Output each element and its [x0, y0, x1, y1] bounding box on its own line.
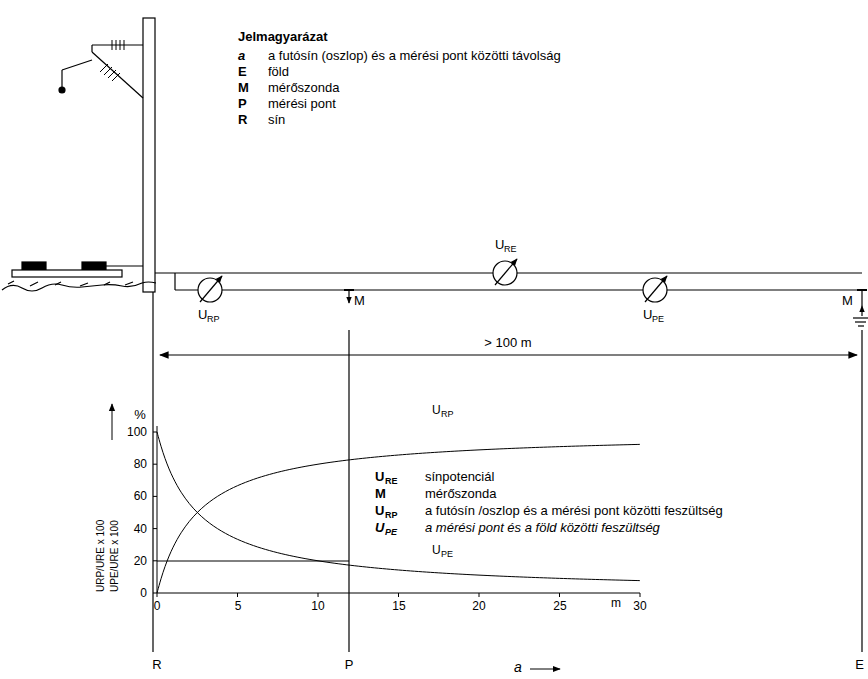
- tick: [559, 593, 560, 597]
- legend-key: E: [238, 65, 247, 78]
- axis-mark: R: [152, 658, 161, 671]
- tick-label: 60: [134, 490, 147, 502]
- tick: [153, 464, 157, 465]
- tick-label: 15: [392, 600, 405, 612]
- voltage-subscript: RP: [207, 315, 220, 324]
- legend-key: P: [238, 97, 247, 110]
- tick: [153, 432, 157, 433]
- dimension: > 100 m: [484, 336, 531, 349]
- axis-unit: %: [134, 408, 146, 421]
- tick-label: 40: [134, 523, 147, 535]
- pole-and-track: [2, 18, 156, 292]
- probe-label: M: [354, 294, 365, 307]
- tick: [153, 496, 157, 497]
- chart-legend-text: mérőszonda: [425, 487, 497, 500]
- tick: [153, 560, 157, 561]
- tick: [153, 593, 157, 594]
- axis-title: URP/URE x 100: [96, 520, 106, 592]
- chart-legend-text: a futósín /oszlop és a mérési pont közöt…: [425, 504, 723, 517]
- curve-label: U: [432, 544, 441, 556]
- voltage-symbol: U: [198, 308, 207, 321]
- chart-legend-key: RE: [385, 477, 398, 486]
- measuring-circuit: [153, 259, 868, 652]
- curve-urp: [157, 444, 640, 593]
- curve-subscript: PE: [441, 550, 453, 559]
- curve-label: U: [432, 404, 441, 416]
- tick: [237, 593, 238, 597]
- tick-label: 0: [140, 587, 147, 599]
- chart-legend-key: PE: [385, 528, 397, 537]
- chart-legend-key: M: [375, 487, 386, 500]
- axis-variable: a: [514, 660, 522, 674]
- chart-legend-text: a mérési pont és a föld közötti feszülts…: [425, 521, 660, 534]
- voltage-subscript: RE: [504, 245, 517, 254]
- tick: [153, 528, 157, 529]
- chart-legend-key: RP: [385, 511, 398, 520]
- voltage-subscript: PE: [652, 315, 664, 324]
- legend-key: R: [238, 113, 247, 126]
- tick: [318, 593, 319, 597]
- axis-title: UPE/URE x 100: [110, 520, 120, 592]
- legend-text: mérési pont: [268, 97, 336, 110]
- tick: [157, 593, 158, 597]
- legend-key: a: [238, 49, 245, 62]
- tick-label: 100: [127, 426, 147, 438]
- tick-label: 20: [472, 600, 485, 612]
- axis-mark: P: [345, 658, 354, 671]
- tick-label: 10: [311, 600, 324, 612]
- axis-unit: m: [611, 597, 621, 609]
- chart-legend-key: U: [375, 521, 384, 534]
- axis-mark: E: [855, 658, 864, 671]
- tick: [398, 593, 399, 597]
- chart-legend-text: sínpotenciál: [425, 470, 494, 483]
- legend-heading: Jelmagyarázat: [238, 30, 328, 43]
- tick-label: 80: [134, 458, 147, 470]
- tick-label: 0: [154, 600, 161, 612]
- chart-legend-key: U: [375, 470, 384, 483]
- tick: [479, 593, 480, 597]
- legend-text: sín: [268, 113, 285, 126]
- legend-text: a futósín (oszlop) és a mérési pont közö…: [268, 49, 561, 62]
- curve-subscript: RP: [441, 410, 454, 419]
- chart-legend-key: U: [375, 504, 384, 517]
- tick-label: 25: [553, 600, 566, 612]
- tick-label: 5: [235, 600, 242, 612]
- chart: [112, 404, 640, 669]
- legend-text: mérőszonda: [268, 81, 340, 94]
- tick: [640, 593, 641, 597]
- probe-label: M: [842, 294, 853, 307]
- voltage-symbol: U: [495, 238, 504, 251]
- legend-text: föld: [268, 65, 289, 78]
- tick-label: 30: [633, 600, 646, 612]
- legend-key: M: [238, 81, 249, 94]
- tick-label: 20: [134, 555, 147, 567]
- voltage-symbol: U: [643, 308, 652, 321]
